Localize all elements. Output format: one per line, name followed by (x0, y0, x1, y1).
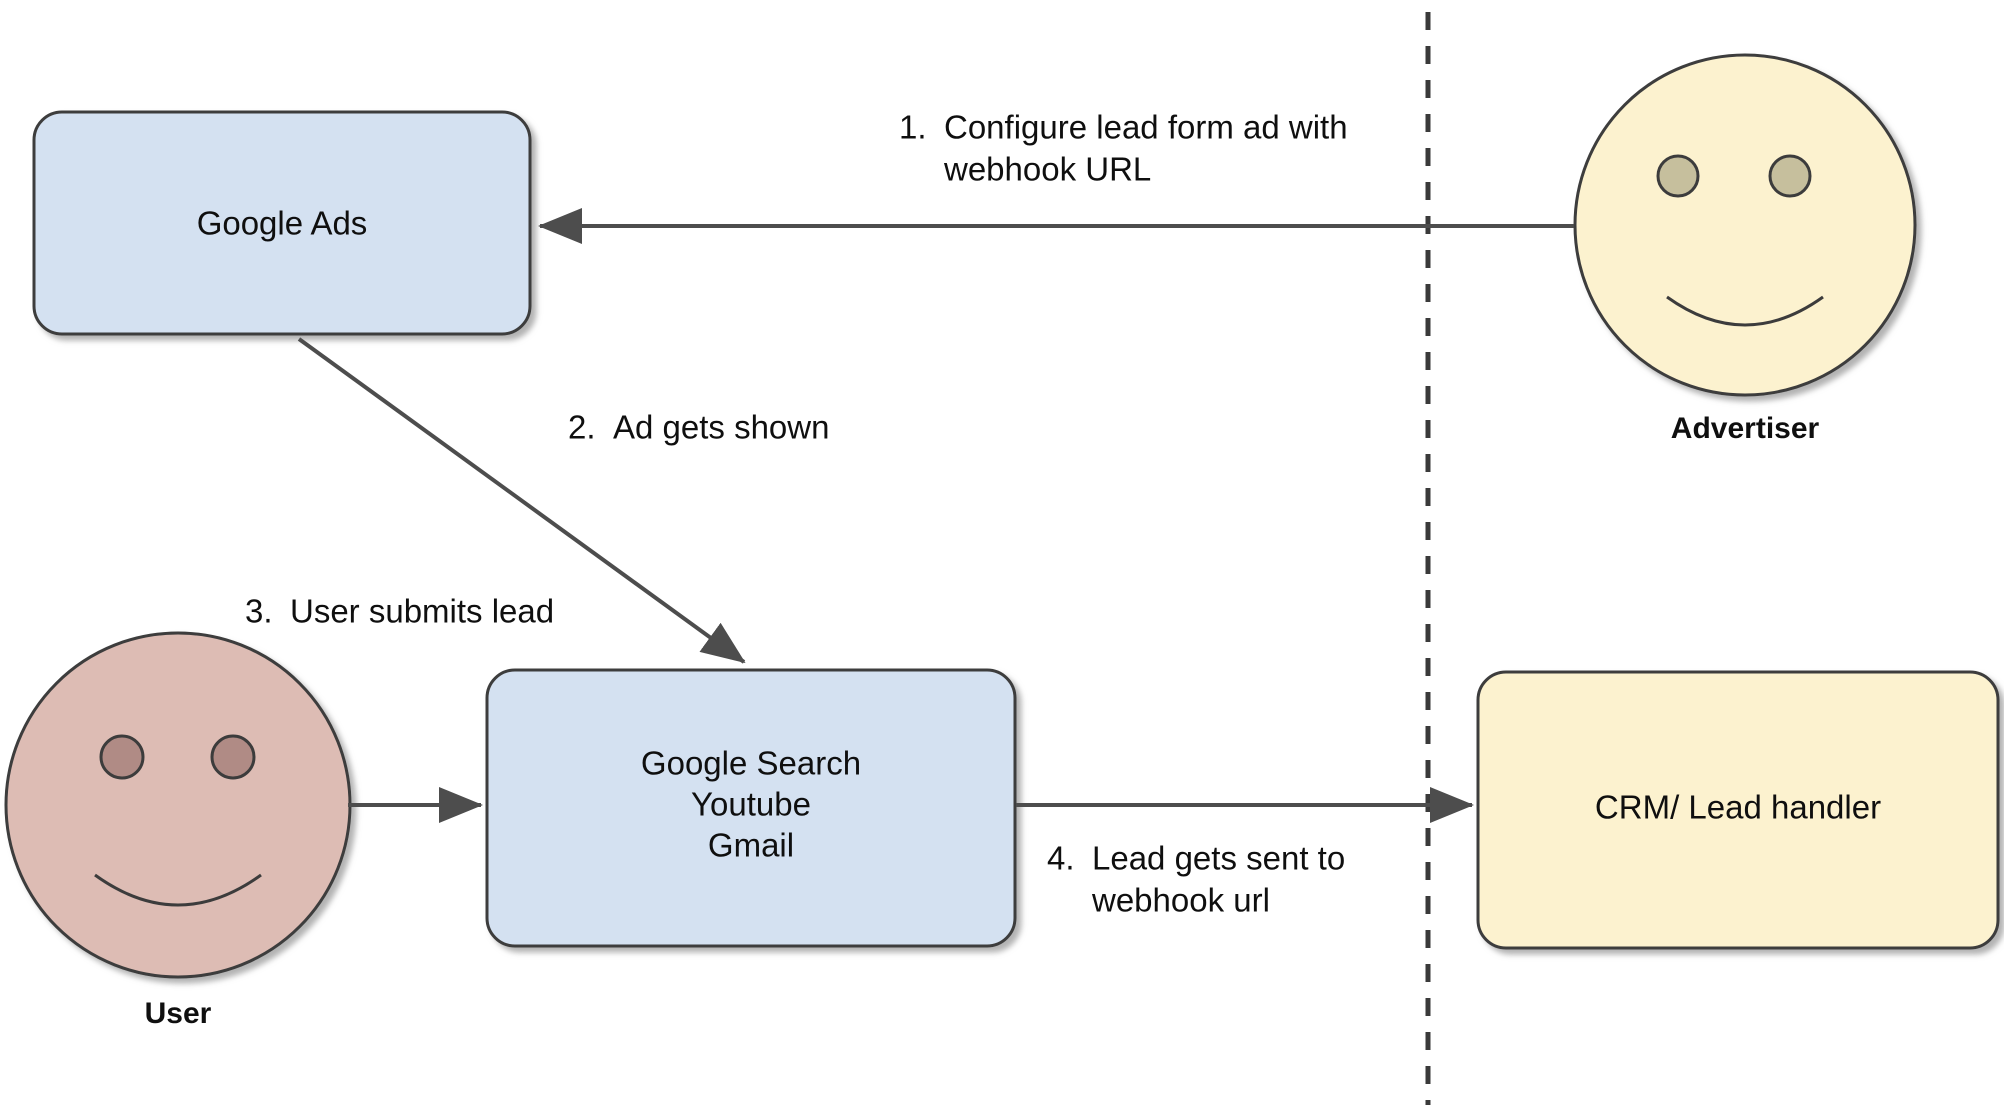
advertiser-label: Advertiser (1671, 412, 1820, 445)
edge-step2: 2. Ad gets shown (297, 337, 829, 664)
node-google-properties[interactable]: Google Search Youtube Gmail (485, 668, 1017, 948)
advertiser-right-eye-icon (1768, 154, 1812, 198)
node-google-ads[interactable]: Google Ads (32, 110, 532, 336)
edge-step1-number: 1. (899, 109, 927, 146)
user-smile-icon (94, 873, 262, 907)
edge-step3-number: 3. (245, 593, 273, 630)
user-right-eye-icon (210, 734, 256, 780)
google-properties-box[interactable] (485, 668, 1017, 948)
user-left-eye-icon (99, 734, 145, 780)
edge-step2-line (297, 337, 746, 664)
edge-step3: 3. User submits lead (245, 593, 554, 823)
user-label: User (145, 997, 212, 1030)
crm-box[interactable] (1476, 670, 2000, 950)
edge-step4-number: 4. (1047, 840, 1075, 877)
google-properties-line-1: Google Search (641, 745, 861, 782)
advertiser-smile-icon (1666, 295, 1824, 327)
edge-step1-label-line-2: webhook URL (943, 151, 1151, 188)
advertiser-left-eye-icon (1656, 154, 1700, 198)
edge-step2-label: Ad gets shown (613, 409, 829, 446)
node-user[interactable]: User (4, 631, 352, 1030)
node-advertiser[interactable]: Advertiser (1573, 53, 1917, 445)
google-properties-line-2: Youtube (691, 786, 811, 823)
user-face-circle[interactable] (4, 631, 352, 979)
edge-step4-label-line-2: webhook url (1091, 882, 1270, 919)
edge-step3-label: User submits lead (290, 593, 554, 630)
edge-step2-number: 2. (568, 409, 596, 446)
edge-step1-label-line-1: Configure lead form ad with (944, 109, 1348, 146)
crm-label: CRM/ Lead handler (1595, 789, 1881, 826)
google-ads-box[interactable] (32, 110, 532, 336)
node-crm[interactable]: CRM/ Lead handler (1476, 670, 2000, 950)
edge-step1: 1. Configure lead form ad with webhook U… (538, 109, 1574, 244)
advertiser-face-circle[interactable] (1573, 53, 1917, 397)
edge-step4: 4. Lead gets sent to webhook url (1016, 787, 1474, 919)
google-ads-label: Google Ads (197, 205, 368, 242)
google-properties-line-3: Gmail (708, 827, 794, 864)
edge-step4-label-line-1: Lead gets sent to (1092, 840, 1345, 877)
